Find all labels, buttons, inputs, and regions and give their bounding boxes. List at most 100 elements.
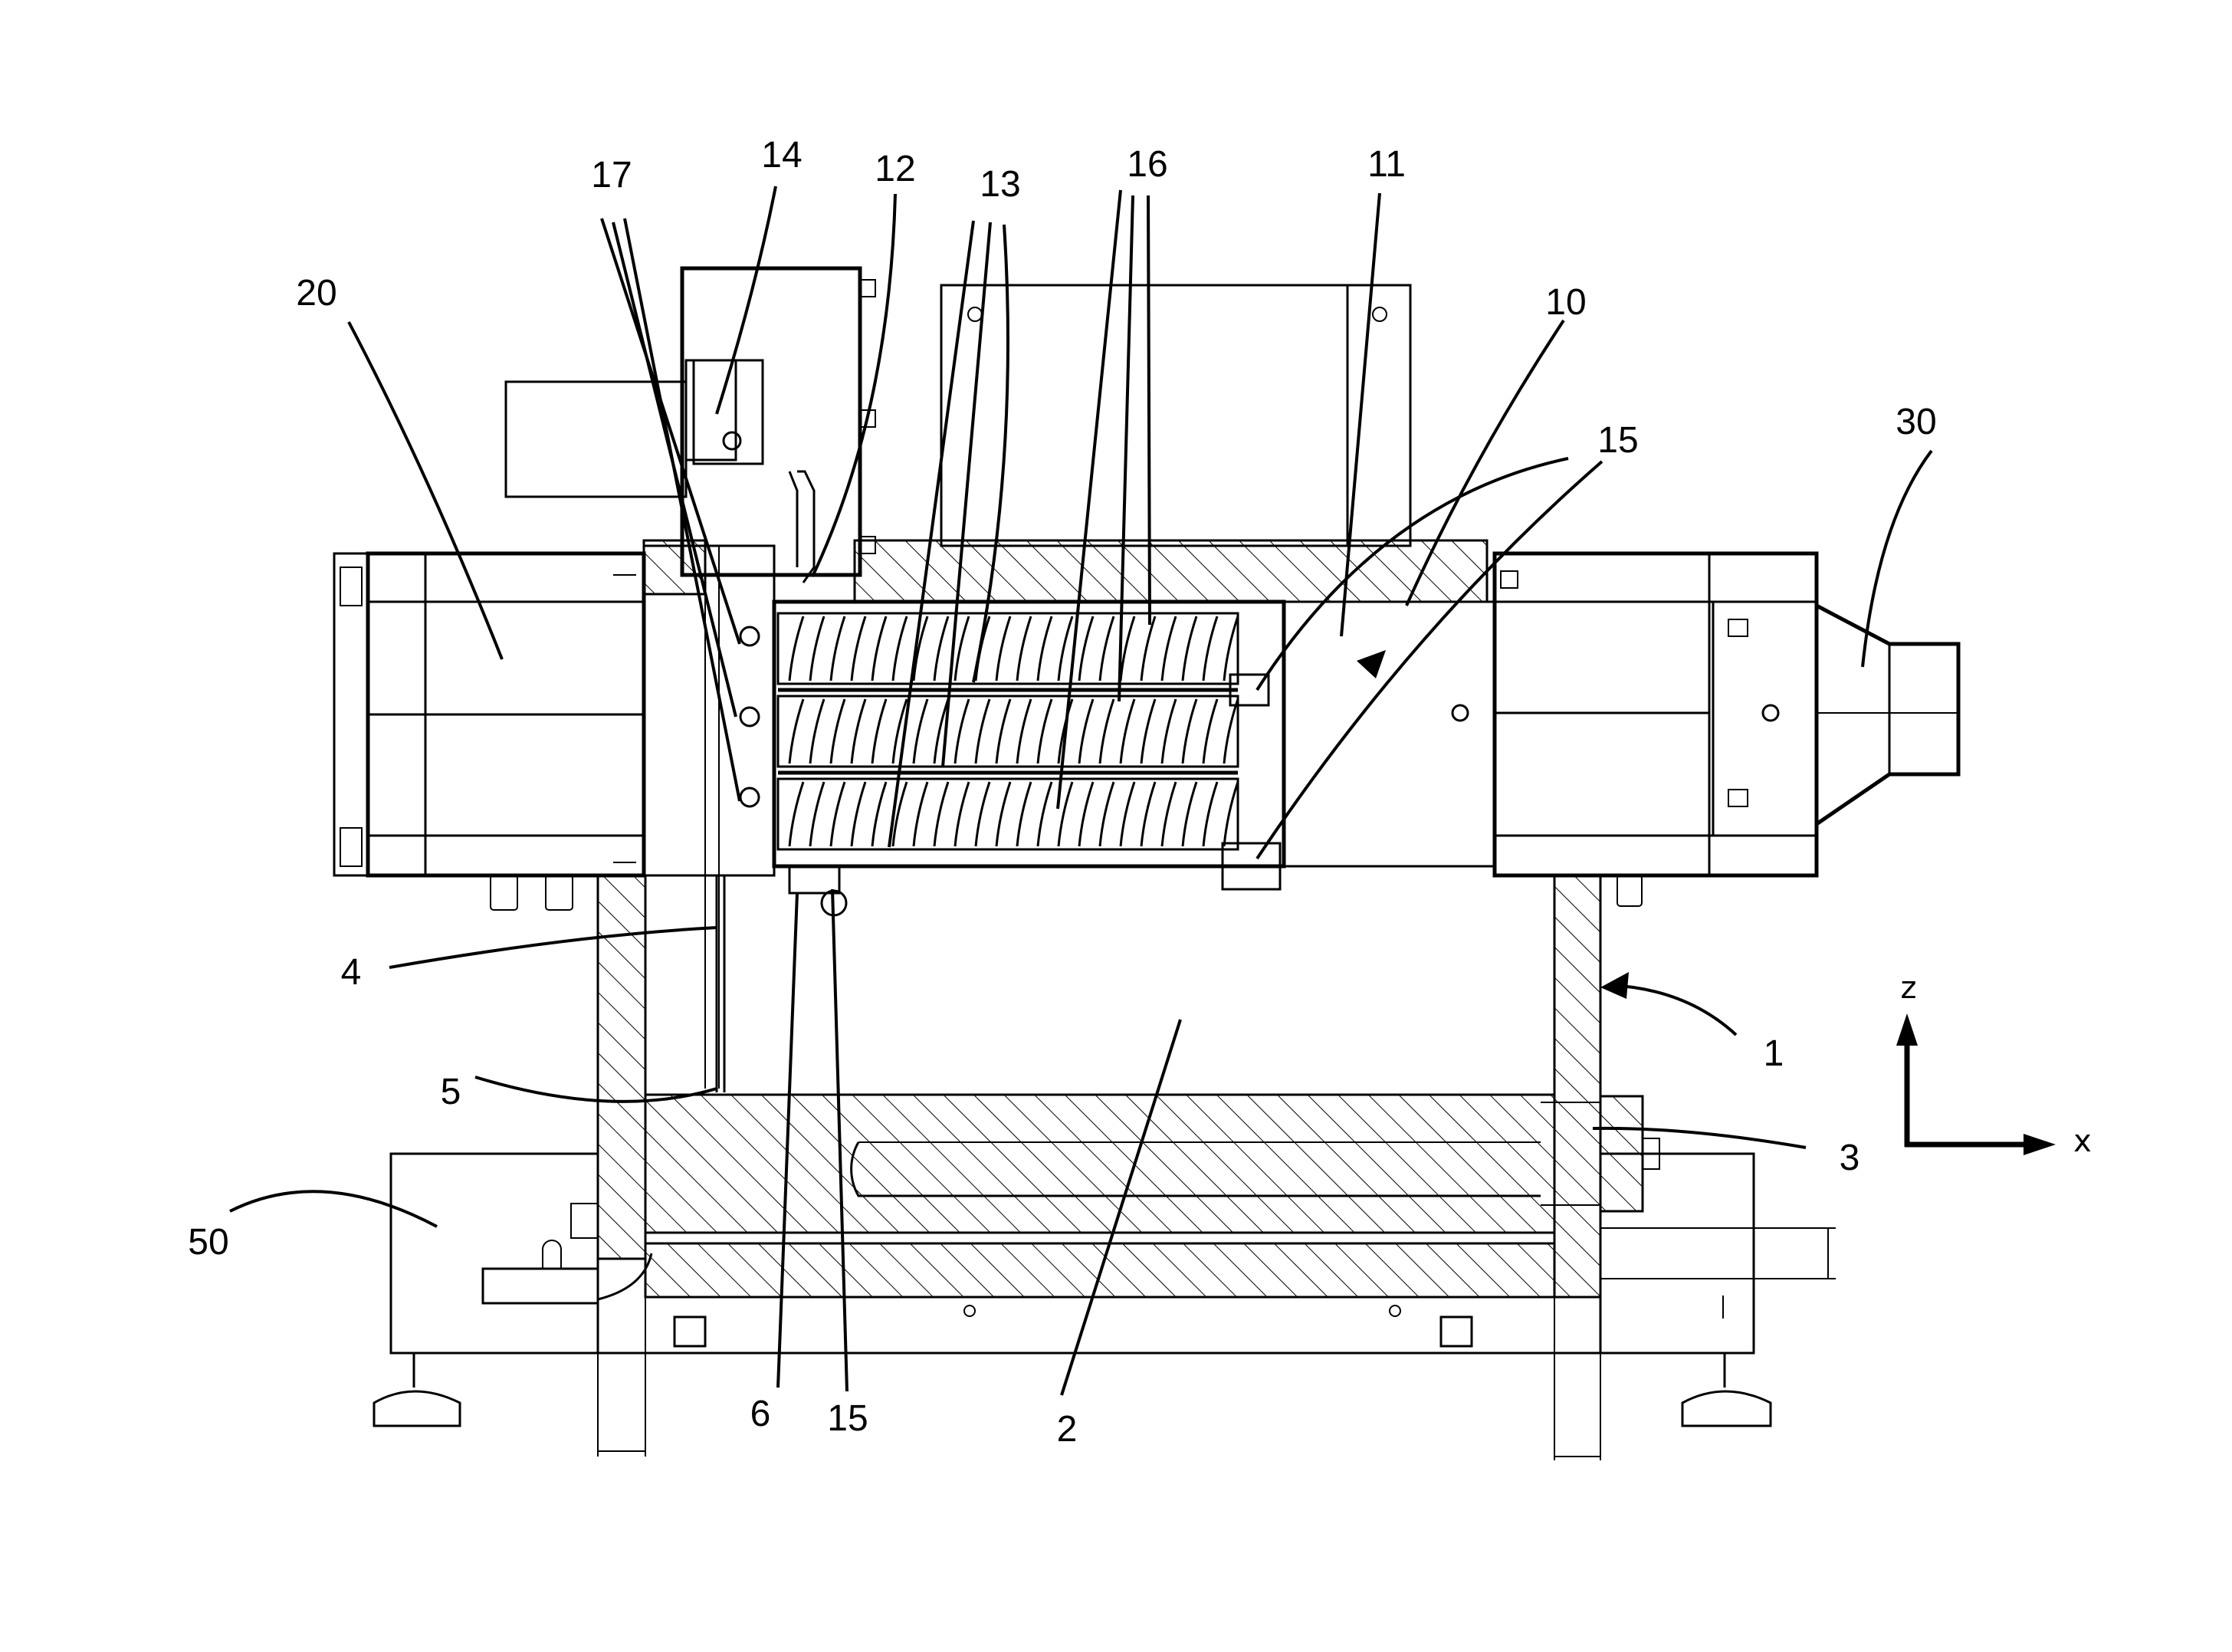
leader-16a [1056, 189, 1122, 810]
leader-6 [776, 892, 799, 1388]
screw-flight [1119, 698, 1136, 764]
screw-flight [954, 781, 970, 847]
label-14: 14 [761, 135, 802, 176]
screw-flight [1098, 616, 1115, 681]
screw-flight [995, 616, 1012, 681]
label-50: 50 [188, 1222, 228, 1263]
leader-13c [972, 224, 1009, 683]
leader-lines [229, 186, 1933, 1396]
screw-flight [850, 781, 867, 847]
screw-flight [912, 698, 929, 764]
screw-flight [1160, 698, 1177, 764]
screw-flight [1181, 698, 1198, 764]
screw-flight [933, 616, 950, 681]
x-axis-label: x [2073, 1124, 2092, 1159]
leader-15c [831, 888, 848, 1392]
label-15-top: 15 [1597, 420, 1638, 461]
screw-flight [1119, 781, 1136, 847]
leader-13a [888, 220, 975, 848]
right-module [1492, 551, 1961, 907]
leader-4 [389, 926, 717, 969]
screw-flight [809, 698, 826, 764]
screw-flight [829, 698, 846, 764]
leader-3 [1592, 1126, 1807, 1149]
label-12: 12 [875, 149, 915, 189]
screw-flight [974, 698, 991, 764]
leader-1 [1609, 984, 1738, 1036]
label-11: 11 [1367, 144, 1406, 185]
screw-flight [788, 698, 805, 764]
screw-flight [871, 698, 888, 764]
screw-flight [1140, 698, 1157, 764]
screw-flight [1223, 616, 1239, 681]
leader-13b [941, 222, 992, 767]
screw-flight [912, 781, 929, 847]
screw-flight [1098, 781, 1115, 847]
z-arrow-icon [1896, 1013, 1918, 1046]
screw-flight [829, 781, 846, 847]
screw-flight [933, 781, 950, 847]
label-1: 1 [1764, 1033, 1784, 1074]
screw-flight [809, 781, 826, 847]
leader-10 [1405, 319, 1565, 606]
label-17: 17 [591, 155, 632, 195]
leader-2 [1060, 1019, 1182, 1396]
inlet-section [642, 544, 776, 1089]
leader-15b [1256, 460, 1603, 860]
screw-flight [871, 616, 888, 681]
screw-flight [1036, 698, 1053, 764]
screw-flight [1202, 698, 1219, 764]
screw-flight [1223, 781, 1239, 847]
screw-flight [933, 698, 950, 764]
leader-5 [474, 1076, 717, 1103]
screw-flight [954, 616, 970, 681]
screw-flight [829, 616, 846, 681]
screw-flight [1016, 781, 1032, 847]
screw-flight [1202, 781, 1219, 847]
label-2: 2 [1057, 1409, 1078, 1450]
screw-flight [1160, 616, 1177, 681]
left-module [333, 551, 646, 911]
right-housing [1221, 600, 1496, 891]
screw-flight [850, 616, 867, 681]
leader-11 [1340, 192, 1381, 637]
screw-flight [1016, 698, 1032, 764]
screw-flight [1223, 698, 1239, 764]
screw-flights [788, 616, 1239, 847]
screw-flight [995, 781, 1012, 847]
leader-12 [811, 193, 897, 577]
x-arrow-icon [2024, 1134, 2056, 1155]
leader-16b [1118, 195, 1134, 702]
screw-flight [1036, 616, 1053, 681]
leader-17a [600, 218, 741, 645]
screw-flight [1181, 616, 1198, 681]
leader-20 [347, 321, 504, 660]
leader-17c [623, 218, 741, 802]
label-4: 4 [341, 952, 362, 993]
screw-flight [1057, 698, 1074, 764]
screw-flight [912, 616, 929, 681]
arrowhead-1 [1600, 972, 1629, 999]
pipes [715, 865, 848, 1092]
label-16: 16 [1127, 144, 1167, 185]
screw-flight [1057, 781, 1074, 847]
base-unit [373, 1152, 1836, 1460]
screw-flight [809, 616, 826, 681]
label-10: 10 [1545, 282, 1586, 323]
screw-flight [1119, 616, 1136, 681]
screw-flight [788, 616, 805, 681]
reference-numerals: 20 17 14 12 13 16 11 10 15 30 4 5 50 6 1… [188, 135, 1936, 1450]
screw-flight [1036, 781, 1053, 847]
screw-flight [974, 781, 991, 847]
label-15-bottom: 15 [827, 1398, 868, 1439]
frame [596, 874, 1660, 1299]
label-13: 13 [980, 164, 1020, 205]
z-axis-label: z [1901, 971, 1917, 1006]
screw-flight [1057, 616, 1074, 681]
screw-flight [1160, 781, 1177, 847]
label-30: 30 [1896, 402, 1936, 442]
screw-flight [891, 698, 908, 764]
screw-flight [850, 698, 867, 764]
leader-50 [229, 1190, 438, 1228]
